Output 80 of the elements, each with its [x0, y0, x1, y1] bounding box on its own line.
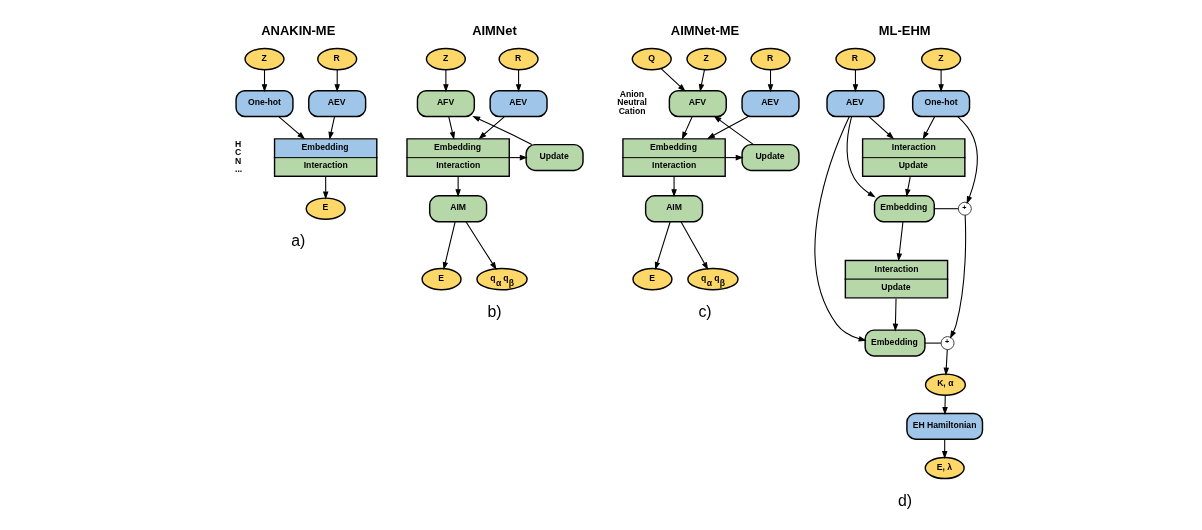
- arrow: [725, 154, 744, 161]
- node-ellipse: K, α: [924, 373, 967, 397]
- node-box: EH Hamiltonian: [906, 412, 984, 441]
- node-ellipse: E: [305, 197, 346, 220]
- node-ellipse: E: [632, 267, 673, 291]
- arrow: [942, 395, 948, 415]
- node-ellipse: Z: [244, 47, 285, 71]
- node-box: AFV: [416, 89, 476, 118]
- node-box: AEV: [489, 89, 548, 118]
- node-ellipse: Q: [631, 47, 672, 71]
- node-box: AEV: [826, 89, 885, 118]
- node-box: AIM: [644, 195, 704, 223]
- arrow: [278, 116, 306, 140]
- node-box: Embedding: [873, 195, 935, 223]
- arrow: [922, 116, 936, 140]
- arrow: [680, 221, 709, 271]
- node-box: AEV: [308, 89, 367, 118]
- node-box: Update: [525, 143, 584, 172]
- arrow: [660, 68, 686, 92]
- node-box: AIM: [428, 195, 488, 223]
- node-box: AEV: [741, 89, 800, 118]
- arrow: [472, 116, 533, 146]
- arrow: [949, 214, 967, 339]
- node-circle: +: [940, 336, 955, 350]
- arrow: [465, 221, 497, 271]
- connector: [933, 208, 959, 210]
- arrow: [443, 69, 449, 93]
- node-label: N: [234, 155, 242, 166]
- node-label: ...: [234, 164, 243, 175]
- connector: [924, 342, 942, 344]
- arrow: [707, 116, 749, 139]
- arrow: [681, 116, 693, 140]
- arrow: [671, 176, 677, 198]
- arrow: [328, 116, 335, 140]
- arrow: [896, 221, 904, 262]
- node-box: One-hot: [911, 89, 971, 118]
- label: ANAKIN-ME: [261, 23, 336, 39]
- node-label: Neutral: [617, 97, 647, 108]
- node-circle: +: [958, 201, 972, 216]
- arrow: [905, 176, 911, 198]
- node-label: Anion: [619, 88, 645, 99]
- node-ellipse: Z: [425, 47, 467, 71]
- label: AIMNet-ME: [670, 23, 740, 39]
- arrow: [941, 438, 948, 459]
- label: a): [291, 232, 306, 250]
- node-label: C: [234, 147, 242, 158]
- node-ellipse: E, λ: [924, 456, 965, 480]
- node-box: AFV: [668, 89, 727, 118]
- label: ML-EHM: [878, 23, 931, 39]
- arrow: [814, 116, 867, 342]
- arrow: [943, 349, 950, 376]
- label: c): [698, 302, 712, 320]
- label: AIMNet: [472, 23, 517, 39]
- arrow: [448, 116, 456, 140]
- arrow: [509, 154, 528, 161]
- arrow: [698, 69, 705, 93]
- label: b): [487, 302, 502, 320]
- arrow: [938, 69, 944, 93]
- arrow: [478, 116, 505, 140]
- node-label: Cation: [618, 106, 646, 117]
- arrow: [442, 221, 456, 270]
- arrow: [846, 116, 876, 198]
- arrow: [868, 116, 895, 140]
- arrow: [455, 176, 461, 198]
- node-ellipse: R: [750, 47, 791, 71]
- node-ellipse: E: [421, 267, 462, 291]
- node-ellipse: Z: [686, 47, 727, 71]
- node-ellipse: Z: [920, 47, 962, 71]
- node-box: Update: [741, 143, 800, 172]
- node-ellipse: R: [835, 47, 876, 71]
- node-ellipse: R: [498, 47, 539, 71]
- arrow: [892, 298, 899, 332]
- label: d): [898, 491, 913, 509]
- node-box: Embedding: [864, 329, 926, 357]
- arrow: [654, 221, 671, 270]
- node-ellipse: R: [317, 47, 358, 71]
- arrow: [713, 115, 755, 146]
- arrow: [957, 116, 978, 205]
- node-label: H: [234, 138, 242, 149]
- node-box: One-hot: [235, 89, 294, 118]
